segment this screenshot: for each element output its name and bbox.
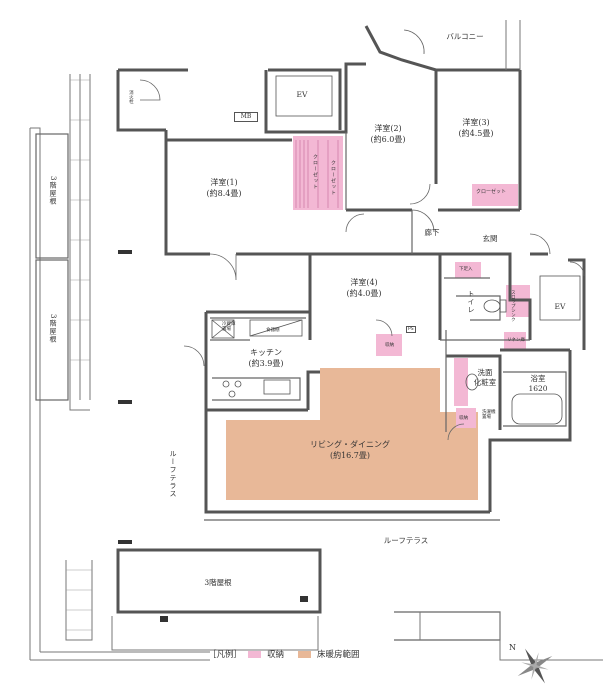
closet-b-label: クローゼット: [330, 160, 336, 196]
bath-name: 浴室: [530, 374, 546, 383]
closet-c-label: クローゼット: [476, 189, 507, 195]
storage-areas: [293, 136, 530, 428]
pantry-label: 食器棚: [266, 328, 280, 333]
ev-right-label: EV: [554, 302, 566, 311]
bedroom-2-name: 洋室(2): [374, 124, 402, 133]
roof-3f-b-label: 3階屋根: [49, 314, 57, 344]
bedroom-4-size: (約4.0畳): [346, 288, 382, 298]
bedroom-3-size: (約4.5畳): [458, 128, 494, 138]
kitchen-size: (約3.9畳): [248, 358, 284, 368]
walls: [116, 25, 586, 614]
laundry-label: 洗濯機 置場: [482, 410, 496, 421]
bedroom-2-label: 洋室(2) (約6.0畳): [358, 124, 418, 146]
legend-floor-heating-label: 床暖房範囲: [317, 650, 360, 660]
shoe-storage-label: 下足入: [459, 267, 473, 272]
living-name: リビング・ダイニング: [310, 440, 390, 449]
bedroom-2-size: (約6.0畳): [370, 134, 406, 144]
kitchen-label: キッチン (約3.9畳): [238, 348, 294, 370]
bedroom-4-name: 洋室(4): [350, 278, 378, 287]
storage-1-label: 収納: [385, 343, 394, 348]
storage-2-label: 収納: [459, 416, 468, 421]
bedroom-1-label: 洋室(1) (約8.4畳): [196, 178, 252, 200]
bedroom-1-name: 洋室(1): [210, 178, 238, 187]
rail-hatching: [66, 79, 92, 631]
roof-terrace-right-label: ルーフテラス: [383, 536, 429, 545]
roof-3f-bottom-label: 3階屋根: [204, 578, 232, 587]
linen-label: リネン庫: [507, 338, 525, 343]
terrace-rails: [29, 20, 603, 661]
bedroom-1-size: (約8.4畳): [206, 188, 242, 198]
roof-terrace-left-label: ルーフテラス: [169, 450, 177, 498]
washroom-label: 洗面 化粧室: [473, 368, 497, 388]
fire-hydrant-label: 消火栓: [128, 90, 134, 104]
bedroom-3-label: 洋室(3) (約4.5畳): [448, 118, 504, 140]
roof-3f-a-label: 3階屋根: [49, 176, 57, 206]
legend-storage-swatch: [248, 650, 262, 658]
fridge-label: 冷蔵庫 置場: [222, 322, 236, 333]
floor-heating-area: [226, 368, 478, 500]
kitchen-name: キッチン: [250, 348, 282, 357]
corridor-label: 廊下: [424, 228, 440, 237]
slop-sink-label: スロップシンク: [510, 290, 516, 322]
ev-top-label: EV: [296, 90, 308, 99]
living-size: (約16.7畳): [329, 450, 371, 460]
bedroom-3-name: 洋室(3): [462, 118, 490, 127]
fixtures: [211, 75, 581, 425]
compass-icon: N: [509, 643, 553, 684]
columns: [118, 250, 308, 622]
entrance-label: 玄関: [482, 234, 498, 243]
ps-label: PS: [406, 326, 416, 334]
bath-size: 1620: [528, 384, 548, 394]
closet-hatching: [295, 140, 339, 208]
mb-label: MB: [234, 112, 258, 123]
toilet-label: トイレ: [467, 290, 475, 314]
bath-label: 浴室 1620: [518, 374, 558, 394]
bedroom-4-label: 洋室(4) (約4.0畳): [336, 278, 392, 300]
compass-north-label: N: [509, 643, 516, 652]
closet-a-label: クローゼット: [312, 154, 318, 190]
roof-frames-left: [35, 133, 69, 401]
legend-storage-label: 収納: [267, 650, 285, 660]
legend: ［凡例］ 収納 床暖房範囲: [208, 648, 360, 660]
legend-title: ［凡例］: [208, 650, 243, 660]
living-label: リビング・ダイニング (約16.7畳): [300, 440, 400, 462]
door-swings: [139, 29, 585, 441]
balcony-label: バルコニー: [446, 32, 484, 41]
legend-floor-heating-swatch: [298, 650, 312, 658]
